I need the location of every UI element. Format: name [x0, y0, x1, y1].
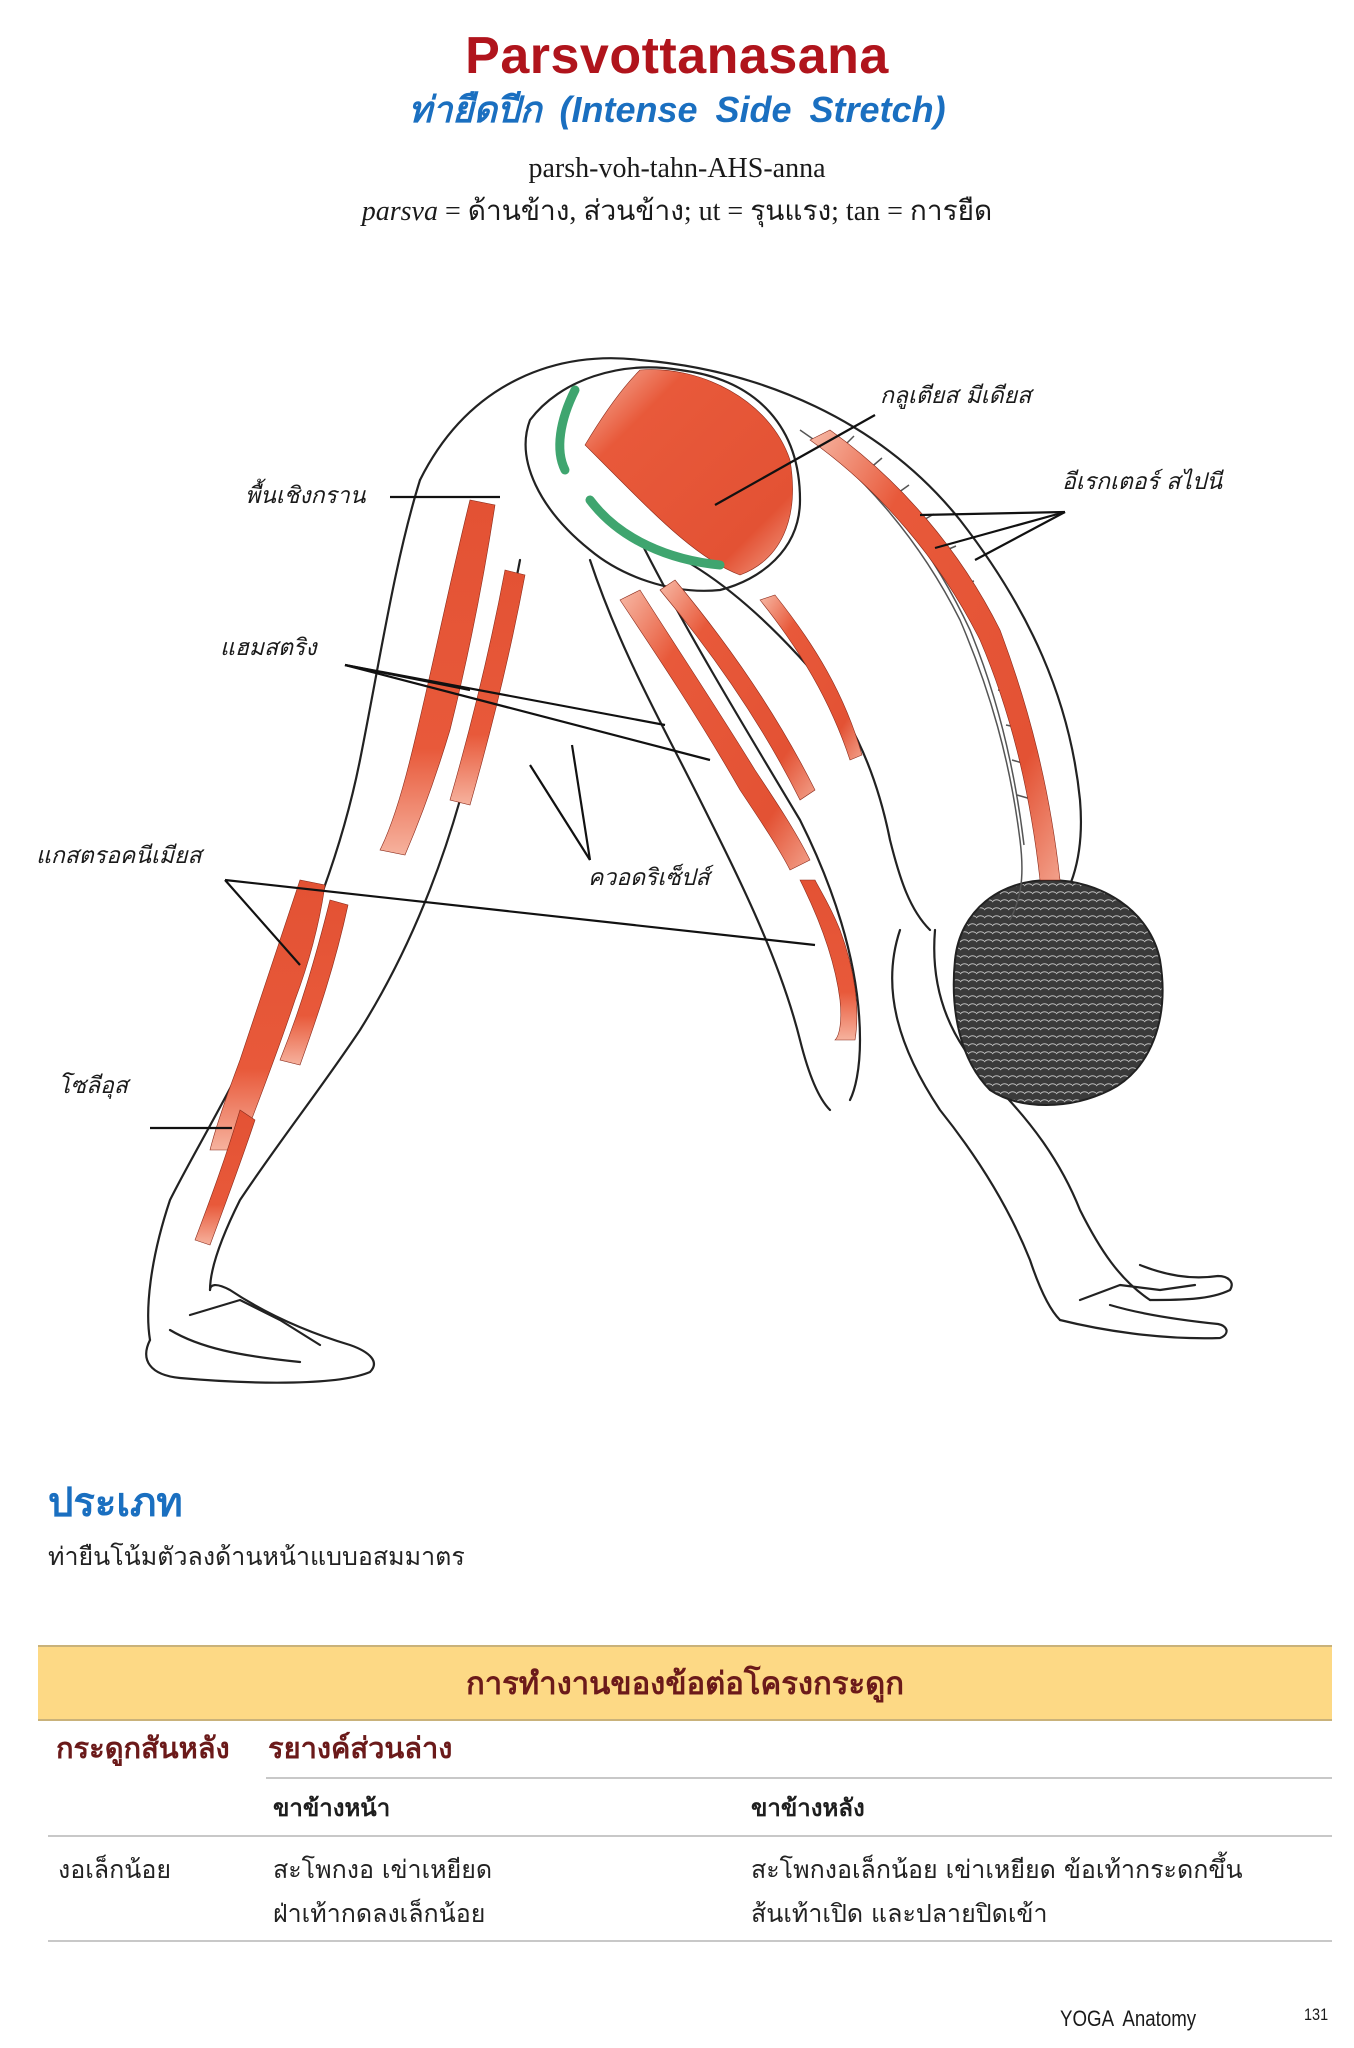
etymology-term: parsva	[361, 196, 438, 227]
label-quadriceps: ควอดริเซ็ปส์	[588, 865, 710, 891]
type-heading: ประเภท	[48, 1480, 183, 1526]
spine-label: กระดูกสันหลัง	[56, 1731, 230, 1765]
pronunciation: parsh-voh-tahn-AHS-anna	[528, 153, 826, 184]
joint-table-header: การทำงานของข้อต่อโครงกระดูก	[38, 1645, 1332, 1721]
cell-front-leg-line-2: ฝ่าเท้ากดลงเล็กน้อย	[273, 1899, 486, 1928]
cell-back-leg-line-1: สะโพกงอเล็กน้อย เข่าเหยียด ข้อเท้ากระดกข…	[751, 1855, 1243, 1884]
label-gastrocnemius: แกสตรอคนีเมียส	[36, 843, 202, 869]
muscles	[194, 369, 1061, 1246]
joint-table-title: การทำงานของข้อต่อโครงกระดูก	[465, 1666, 905, 1702]
lower-limbs-label: รยางค์ส่วนล่าง	[268, 1731, 453, 1765]
divider-header-row	[48, 1835, 1332, 1837]
cell-front-leg-line-1: สะโพกงอ เข่าเหยียด	[273, 1855, 493, 1884]
etymology: parsva = ด้านข้าง, ส่วนข้าง; ut = รุนแรง…	[0, 194, 1354, 230]
label-gluteus-medius: กลูเตียส มีเดียส	[880, 383, 1032, 409]
label-erector-spinae: อีเรกเตอร์ สไปนี	[1062, 469, 1223, 495]
label-hamstrings: แฮมสตริง	[220, 635, 317, 661]
etymology-definition: = ด้านข้าง, ส่วนข้าง; ut = รุนแรง; tan =…	[438, 196, 993, 227]
divider-limbs	[266, 1777, 1332, 1779]
page-number: 131	[1304, 2005, 1329, 2024]
divider-table-bottom	[48, 1940, 1332, 1942]
column-back-leg: ขาข้างหลัง	[751, 1794, 865, 1822]
head-hair	[952, 878, 1164, 1106]
cell-spine-action: งอเล็กน้อย	[58, 1855, 171, 1884]
type-description: ท่ายืนโน้มตัวลงด้านหน้าแบบอสมมาตร	[48, 1542, 465, 1571]
page-title: Parsvottanasana	[465, 27, 889, 85]
cell-back-leg-line-2: ส้นเท้าเปิด และปลายปิดเข้า	[751, 1899, 1048, 1928]
anatomy-illustration: พื้นเชิงกราน กลูเตียส มีเดียส อีเรกเตอร์…	[0, 300, 1354, 1440]
page-subtitle: ท่ายืดปีก (Intense Side Stretch)	[408, 89, 946, 130]
footer-book-title: YOGA Anatomy	[1060, 2006, 1197, 2031]
pelvic-floor-band	[555, 385, 725, 570]
column-front-leg: ขาข้างหน้า	[273, 1794, 391, 1822]
body-drawing	[145, 357, 1233, 1384]
leader-lines	[150, 414, 1066, 1130]
label-pelvic-floor: พื้นเชิงกราน	[245, 483, 366, 509]
label-soleus: โซลีอุส	[58, 1073, 128, 1099]
